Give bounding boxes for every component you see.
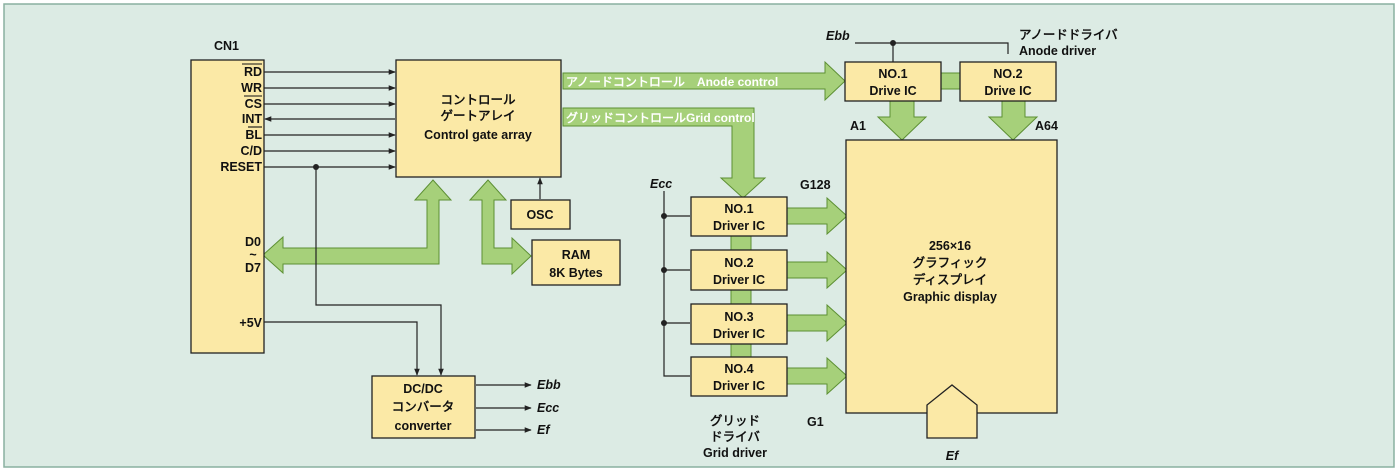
osc-label: OSC (526, 208, 553, 222)
grid-ic-4-name: Driver IC (713, 379, 765, 393)
dcdc-label-2: コンバータ (392, 399, 455, 414)
power-pin-label: +5V (239, 316, 262, 330)
grid-out-arrow-4 (786, 356, 848, 396)
anode-driver-label-jp: アノードドライバ (1019, 28, 1118, 42)
data-pin-d7: D7 (245, 261, 261, 275)
pin-wr: WR (241, 81, 262, 95)
ecc-supply-label: Ecc (650, 177, 672, 191)
pin-cs: CS (245, 97, 262, 111)
filament-symbol (926, 384, 978, 439)
dcdc-output-ebb: Ebb (537, 378, 561, 392)
anode-control-label: アノードコントロール Anode control (566, 75, 778, 89)
ram-size-label: 8K Bytes (549, 266, 603, 280)
grid-ic-link-1 (730, 235, 752, 251)
display-label-jp1: グラフィック (913, 255, 988, 270)
anode-drive-ic-2 (959, 61, 1057, 102)
grid-out-arrow-3 (786, 303, 848, 343)
pin-rd: RD (244, 65, 262, 79)
pin-cd: C/D (240, 144, 262, 158)
grid-ic-link-3 (730, 343, 752, 358)
data-bus-arrow (262, 179, 453, 275)
grid-out-arrow-2 (786, 250, 848, 290)
grid-driver-ic-4 (690, 356, 788, 397)
cn1-pin-labels: RD WR CS INT BL C/D RESET (220, 65, 262, 174)
anode-out-arrow-2 (987, 100, 1039, 141)
graphic-display (845, 139, 1058, 414)
display-label-en: Graphic display (903, 290, 997, 304)
dcdc-label-3: converter (395, 419, 452, 433)
anode-out-arrow-1 (876, 100, 928, 141)
control-gate-array (395, 59, 562, 178)
grid-control-label: グリッドコントロールGrid control (566, 110, 755, 125)
display-label-jp2: ディスプレイ (913, 272, 987, 287)
grid-ic-1-name: Driver IC (713, 219, 765, 233)
ram-label: RAM (562, 248, 590, 262)
grid-ic-3-name: Driver IC (713, 327, 765, 341)
anode-ic-2-no: NO.2 (993, 67, 1022, 81)
grid-out-arrow-1 (786, 196, 848, 236)
ecc-supply-wires (661, 191, 690, 377)
reset-to-dcdc-wire (315, 167, 444, 376)
anode-drive-ic-1 (844, 61, 942, 102)
grid-driver-caption-jp2: ドライバ (710, 430, 760, 444)
grid-output-g1: G1 (807, 415, 824, 429)
grid-ic-1-no: NO.1 (724, 202, 753, 216)
cn1-connector (190, 59, 265, 354)
grid-ic-4-no: NO.4 (724, 362, 753, 376)
grid-ic-2-name: Driver IC (713, 273, 765, 287)
anode-control-arrow (562, 60, 846, 102)
grid-driver-ic-1 (690, 196, 788, 237)
data-pin-d0: D0 (245, 235, 261, 249)
display-resolution-label: 256×16 (929, 239, 971, 253)
grid-driver-caption-jp1: グリッド (710, 413, 760, 428)
grid-driver-ic-2 (690, 249, 788, 291)
active-low-overbars (242, 63, 262, 128)
grid-driver-caption-en: Grid driver (703, 446, 767, 460)
grid-control-arrow (562, 107, 767, 199)
power-to-dcdc-wire (264, 321, 420, 376)
anode-output-a64: A64 (1035, 119, 1058, 133)
control-signal-wires (264, 69, 396, 170)
filament-label: Ef (946, 449, 960, 463)
pin-bl: BL (245, 128, 262, 142)
dcdc-output-ecc: Ecc (537, 401, 559, 415)
reset-junction (313, 164, 319, 170)
dcdc-converter (371, 375, 476, 439)
grid-ic-3-no: NO.3 (724, 310, 753, 324)
anode-output-a1: A1 (850, 119, 866, 133)
anode-ic-2-name: Drive IC (984, 84, 1031, 98)
cn1-label: CN1 (214, 39, 239, 53)
grid-output-g128: G128 (800, 178, 831, 192)
anode-ic-1-name: Drive IC (869, 84, 916, 98)
anode-ic-1-no: NO.1 (878, 67, 907, 81)
pin-reset: RESET (220, 160, 262, 174)
ram-bus-arrow (468, 179, 532, 276)
data-pin-range: ~ (249, 248, 256, 262)
grid-ic-2-no: NO.2 (724, 256, 753, 270)
ebb-supply-wires (855, 40, 1009, 62)
gate-array-label-jp2: ゲートアレイ (440, 108, 515, 123)
gate-array-label-jp1: コントロール (440, 93, 516, 107)
osc-box (510, 199, 571, 230)
dcdc-output-ef: Ef (537, 423, 551, 437)
ram-box (531, 239, 621, 286)
gate-array-label-en: Control gate array (424, 128, 532, 142)
ebb-supply-label: Ebb (826, 29, 850, 43)
anode-ic-link (940, 72, 961, 90)
grid-driver-ic-3 (690, 303, 788, 345)
anode-driver-label-en: Anode driver (1019, 44, 1096, 58)
dcdc-label-1: DC/DC (403, 382, 443, 396)
grid-ic-link-2 (730, 289, 752, 305)
pin-int: INT (242, 112, 263, 126)
